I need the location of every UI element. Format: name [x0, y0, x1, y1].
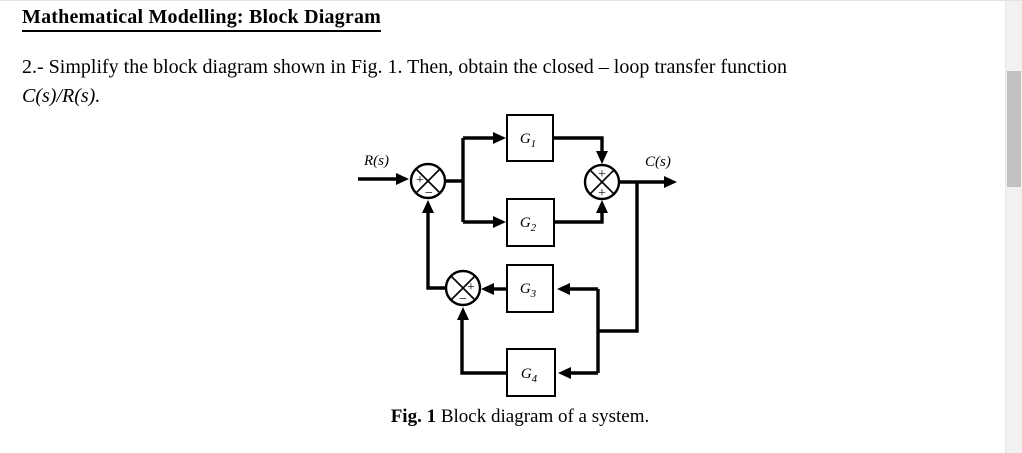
- g2-box: [506, 198, 555, 247]
- svg-text:G1: G1: [520, 131, 536, 150]
- block-g1: G1: [506, 114, 554, 162]
- block-g4: G4: [506, 348, 556, 397]
- g1-label: G: [520, 131, 531, 147]
- arrowheads: [396, 132, 677, 379]
- sum3-sign-right: +: [467, 280, 475, 295]
- arrow-into-sum3-right-icon: [481, 283, 494, 295]
- sum2-sign-bottom: +: [598, 186, 606, 201]
- g4-box: [506, 348, 556, 397]
- sum1-sign-left: +: [416, 173, 424, 188]
- arrow-into-sum1-icon: [396, 173, 409, 185]
- svg-text:G2: G2: [520, 215, 537, 234]
- arrow-into-sum3-bottom-icon: [457, 307, 469, 320]
- scrollbar-thumb[interactable]: [1007, 71, 1021, 187]
- block-g2: G2: [506, 198, 555, 247]
- sum2-diagonal-icon: [589, 169, 615, 195]
- g3-subscript: 3: [530, 288, 537, 300]
- summing-junction-1: + −: [409, 162, 447, 201]
- figure-caption-label: Fig. 1: [390, 406, 437, 427]
- g2-output-line: [554, 211, 604, 224]
- g3-box: [506, 264, 554, 313]
- g1-output-line: [553, 136, 604, 153]
- g1-box: [506, 114, 554, 162]
- arrow-into-g1-icon: [493, 132, 506, 144]
- arrow-into-g2-icon: [493, 216, 506, 228]
- g3-label: G: [520, 281, 531, 297]
- figure-caption: Fig. 1 Block diagram of a system.: [340, 406, 700, 428]
- g1-subscript: 1: [531, 138, 537, 150]
- arrow-into-sum2-bottom-icon: [596, 200, 608, 213]
- problem-statement: 2.- Simplify the block diagram shown in …: [22, 53, 982, 111]
- problem-text: 2.- Simplify the block diagram shown in …: [22, 56, 788, 78]
- g4-label: G: [521, 366, 532, 382]
- sum3-sign-bottom: −: [459, 292, 467, 307]
- summing-junction-2: + +: [583, 163, 621, 201]
- arrow-into-sum1-bottom-icon: [422, 200, 434, 213]
- sum3-to-sum1-feedback-line: [426, 212, 446, 290]
- arrow-into-g3-icon: [557, 283, 570, 295]
- input-signal-label: R(s): [363, 153, 389, 169]
- block-g3: G3: [506, 264, 554, 313]
- sum2-sign-top: +: [598, 167, 606, 182]
- summing-junction-3: + −: [444, 269, 482, 307]
- svg-text:G3: G3: [520, 281, 537, 300]
- vertical-scrollbar[interactable]: [1005, 1, 1022, 453]
- arrow-into-g4-icon: [558, 367, 571, 379]
- g4-subscript: 4: [532, 373, 538, 385]
- problem-math-expression: C(s)/R(s).: [22, 85, 101, 107]
- signal-lines: [358, 136, 666, 375]
- feedback-drop-line: [598, 182, 639, 333]
- g2-subscript: 2: [531, 222, 537, 234]
- page-title: Mathematical Modelling: Block Diagram: [22, 6, 382, 32]
- arrow-into-sum2-top-icon: [596, 151, 608, 164]
- output-signal-label: C(s): [645, 154, 671, 170]
- g2-label: G: [520, 215, 531, 231]
- sum1-sign-bottom: −: [425, 186, 433, 201]
- g4-to-sum3-line: [460, 319, 507, 375]
- figure-caption-text: Block diagram of a system.: [436, 406, 650, 427]
- sum1-diagonal-icon: [415, 168, 441, 194]
- svg-text:G4: G4: [521, 366, 538, 385]
- output-arrow-icon: [664, 176, 677, 188]
- sum3-diagonal-icon: [450, 275, 476, 301]
